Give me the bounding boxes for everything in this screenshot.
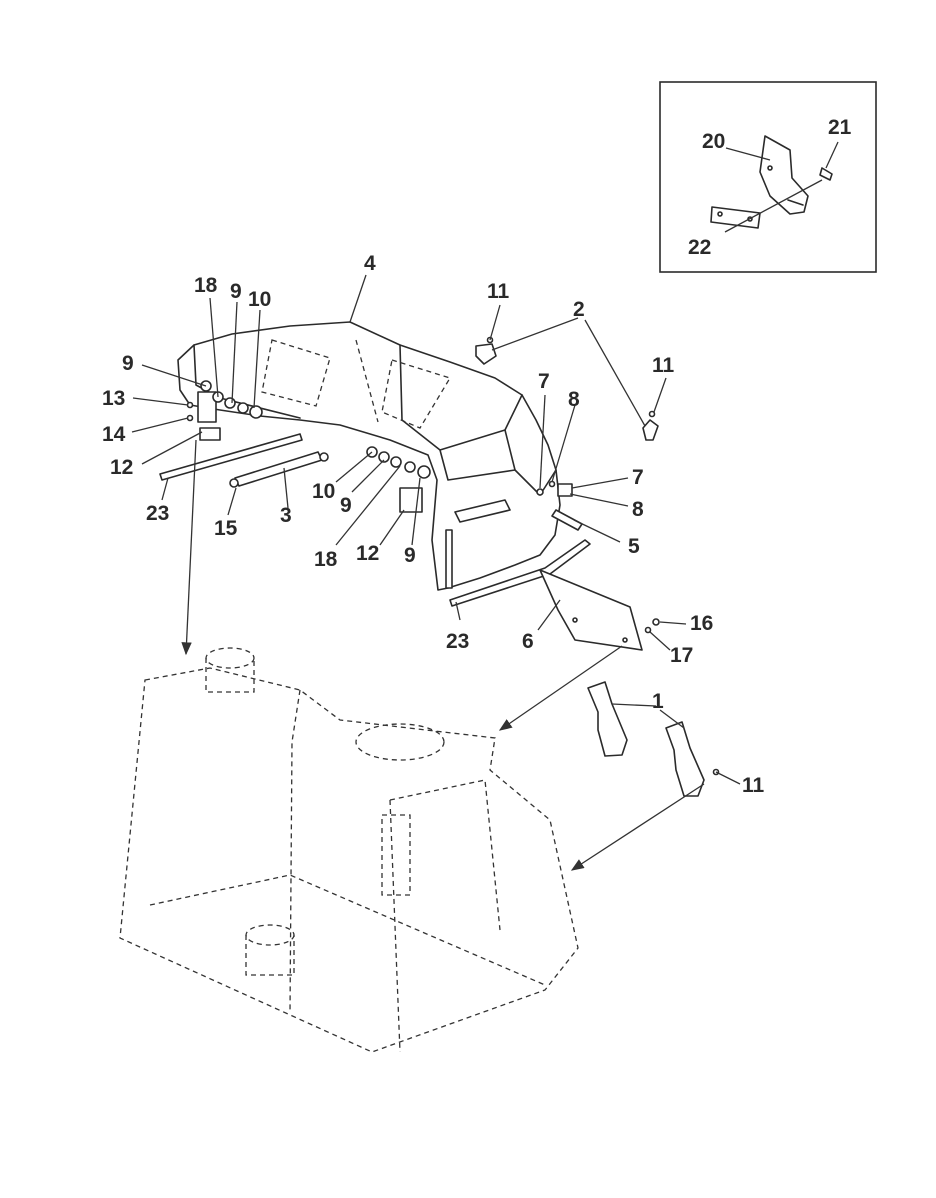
canopy-strip [445,529,453,589]
leader-22 [724,179,823,233]
mirror-parts-top [475,336,659,441]
callout-10: 10 [312,480,335,503]
seal-strip-left [159,433,303,481]
callout-7: 7 [538,370,550,393]
callout-11: 11 [652,354,675,377]
callout-9: 9 [122,352,134,375]
callout-6: 6 [522,630,534,653]
callout-20: 20 [702,130,725,153]
callout-1: 1 [652,690,664,713]
callout-16: 16 [690,612,713,635]
leader-20 [725,147,771,161]
arrow-panel-to-chassis [498,645,623,731]
arrow-lever-to-chassis [570,783,705,871]
callout-8: 8 [632,498,644,521]
callout-14: 14 [102,423,126,446]
callout-9: 9 [340,494,352,517]
callout-11: 11 [742,774,765,797]
callout-13: 13 [102,387,125,410]
inset-screw-part [819,167,833,181]
callout-18: 18 [194,274,218,297]
callout-9: 9 [230,280,242,303]
left-hinge-hardware [186,380,263,441]
callout-10: 10 [248,288,271,311]
leader-lines [131,274,741,785]
callout-21: 21 [828,116,852,139]
callout-12: 12 [356,542,379,565]
inset-detail [659,81,877,273]
gas-strut [229,451,329,488]
callout-5: 5 [628,535,640,558]
chassis-ghost [119,647,579,1053]
callout-8: 8 [568,388,580,411]
leader-21 [825,141,839,169]
inset-bracket-part [759,135,809,215]
callout-22: 22 [688,236,711,259]
lever-parts [587,681,720,797]
callout-23: 23 [446,630,469,653]
callout-18: 18 [314,548,338,571]
arrow-left-down [181,439,197,656]
screws-16-17 [644,618,660,634]
seal-strip-right [449,539,591,607]
callout-7: 7 [632,466,644,489]
callout-11: 11 [487,280,510,303]
callout-3: 3 [280,504,292,527]
callout-15: 15 [214,517,238,540]
callout-12: 12 [110,456,133,479]
callout-9: 9 [404,544,416,567]
callout-17: 17 [670,644,693,667]
canopy-assembly [177,321,561,591]
canopy-handle [454,499,511,523]
callout-23: 23 [146,502,169,525]
callout-labels: 4 11 2 11 18 9 10 9 13 14 12 23 15 3 10 … [102,116,852,797]
callout-4: 4 [364,252,376,275]
inset-frame [659,81,877,273]
side-panel [539,569,643,651]
canopy-shell [177,321,561,591]
callout-2: 2 [573,298,585,321]
center-hinge-hardware [366,446,431,513]
